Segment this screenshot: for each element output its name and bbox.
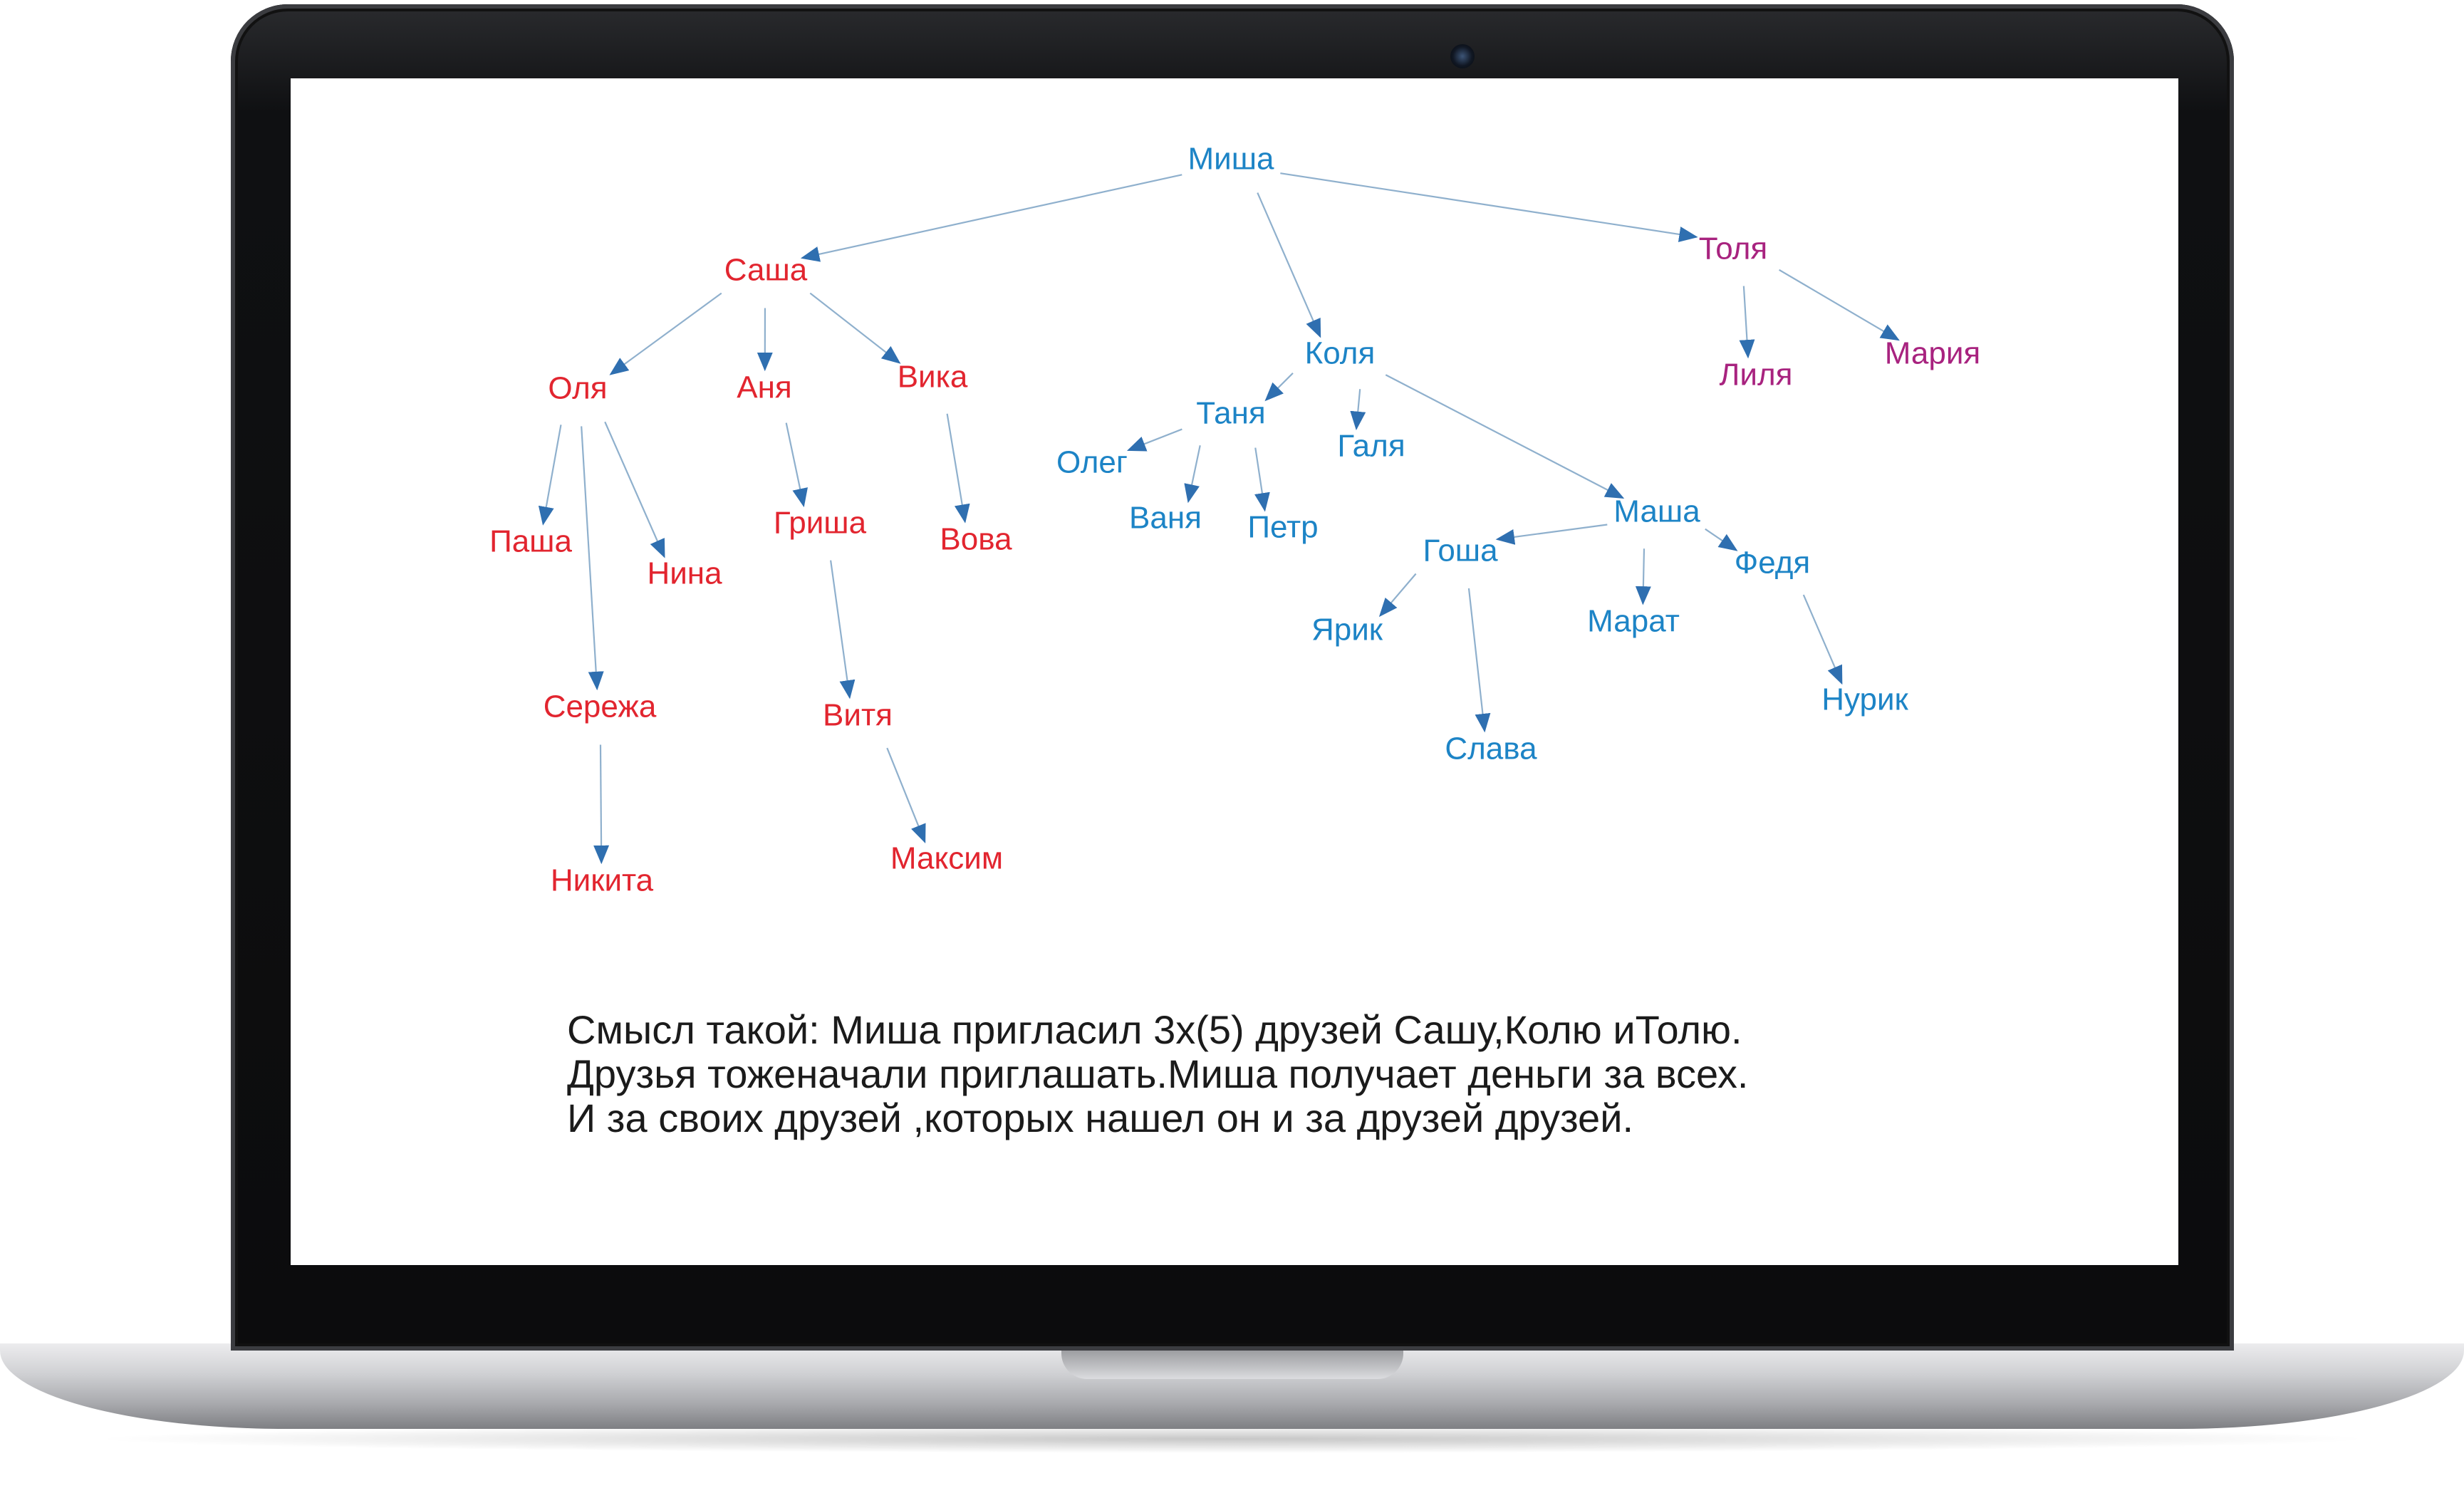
node-mariya: Мария xyxy=(1885,336,1981,371)
node-marat: Марат xyxy=(1587,604,1680,639)
node-kolya: Коля xyxy=(1305,336,1376,371)
edge-fedya-to-nurik xyxy=(1802,594,1843,685)
node-nurik: Нурик xyxy=(1821,682,1908,717)
node-fedya: Федя xyxy=(1735,546,1810,581)
edge-kolya-to-masha xyxy=(1385,374,1625,499)
node-nikita: Никита xyxy=(551,863,654,898)
node-petr: Петр xyxy=(1247,510,1318,545)
edge-masha-to-marat xyxy=(1635,548,1651,605)
edge-tolya-to-lilya xyxy=(1739,286,1755,359)
node-yarik: Ярик xyxy=(1311,613,1383,647)
node-pasha: Паша xyxy=(489,524,572,559)
edge-kolya-to-galya xyxy=(1350,389,1366,431)
edge-misha-to-sasha xyxy=(800,174,1182,262)
edge-vitya-to-maksim xyxy=(886,747,926,843)
edge-masha-to-gosha xyxy=(1495,524,1608,545)
edge-tanya-to-petr xyxy=(1254,447,1270,512)
node-tolya: Толя xyxy=(1699,232,1767,266)
tree-edges xyxy=(538,172,1900,865)
node-olya: Оля xyxy=(548,371,607,406)
edge-masha-to-fedya xyxy=(1705,528,1738,551)
edge-sasha-to-olya xyxy=(609,292,722,375)
webcam-icon xyxy=(1450,44,1475,68)
node-lilya: Лиля xyxy=(1720,358,1793,392)
caption-line-1: Смысл такой: Миша пригласил 3х(5) друзей… xyxy=(567,1007,1742,1052)
caption-text: Смысл такой: Миша пригласил 3х(5) друзей… xyxy=(567,1008,2134,1140)
edge-tanya-to-vanya xyxy=(1184,445,1201,504)
node-sasha: Саша xyxy=(724,253,808,288)
caption-line-2: Друзья тоженачали приглашать.Миша получа… xyxy=(567,1051,1749,1096)
edge-sasha-to-vika xyxy=(809,292,901,364)
edge-tanya-to-oleg xyxy=(1126,428,1182,452)
node-seryozha: Сережа xyxy=(544,690,657,724)
laptop-shadow xyxy=(85,1425,2379,1453)
edge-gosha-to-slava xyxy=(1467,588,1491,733)
caption-line-3: И за своих друзей ,которых нашел он и за… xyxy=(567,1096,1634,1140)
node-tanya: Таня xyxy=(1196,396,1266,431)
node-nina: Нина xyxy=(647,556,722,591)
edge-olya-to-pasha xyxy=(538,425,562,526)
edge-olya-to-nina xyxy=(604,421,665,558)
node-anya: Аня xyxy=(737,370,791,405)
node-vova: Вова xyxy=(940,522,1012,557)
edge-misha-to-tolya xyxy=(1280,172,1698,242)
node-vanya: Ваня xyxy=(1129,501,1202,536)
edge-vika-to-vova xyxy=(946,413,970,524)
edge-misha-to-kolya xyxy=(1257,192,1321,338)
node-grisha: Гриша xyxy=(774,506,867,541)
edge-kolya-to-tanya xyxy=(1264,373,1294,402)
edge-gosha-to-yarik xyxy=(1378,573,1417,618)
edge-tolya-to-mariya xyxy=(1779,269,1900,341)
node-gosha: Гоша xyxy=(1423,534,1498,568)
node-slava: Слава xyxy=(1445,732,1537,766)
node-maksim: Максим xyxy=(890,841,1003,876)
edge-anya-to-grisha xyxy=(785,422,808,508)
node-oleg: Олег xyxy=(1056,445,1128,480)
node-misha: Миша xyxy=(1188,142,1275,177)
edge-grisha-to-vitya xyxy=(830,560,856,699)
node-vika: Вика xyxy=(898,360,968,395)
node-galya: Галя xyxy=(1337,429,1405,464)
edge-olya-to-seryozha xyxy=(581,426,604,691)
node-vitya: Витя xyxy=(823,698,893,733)
node-masha: Маша xyxy=(1613,494,1700,529)
